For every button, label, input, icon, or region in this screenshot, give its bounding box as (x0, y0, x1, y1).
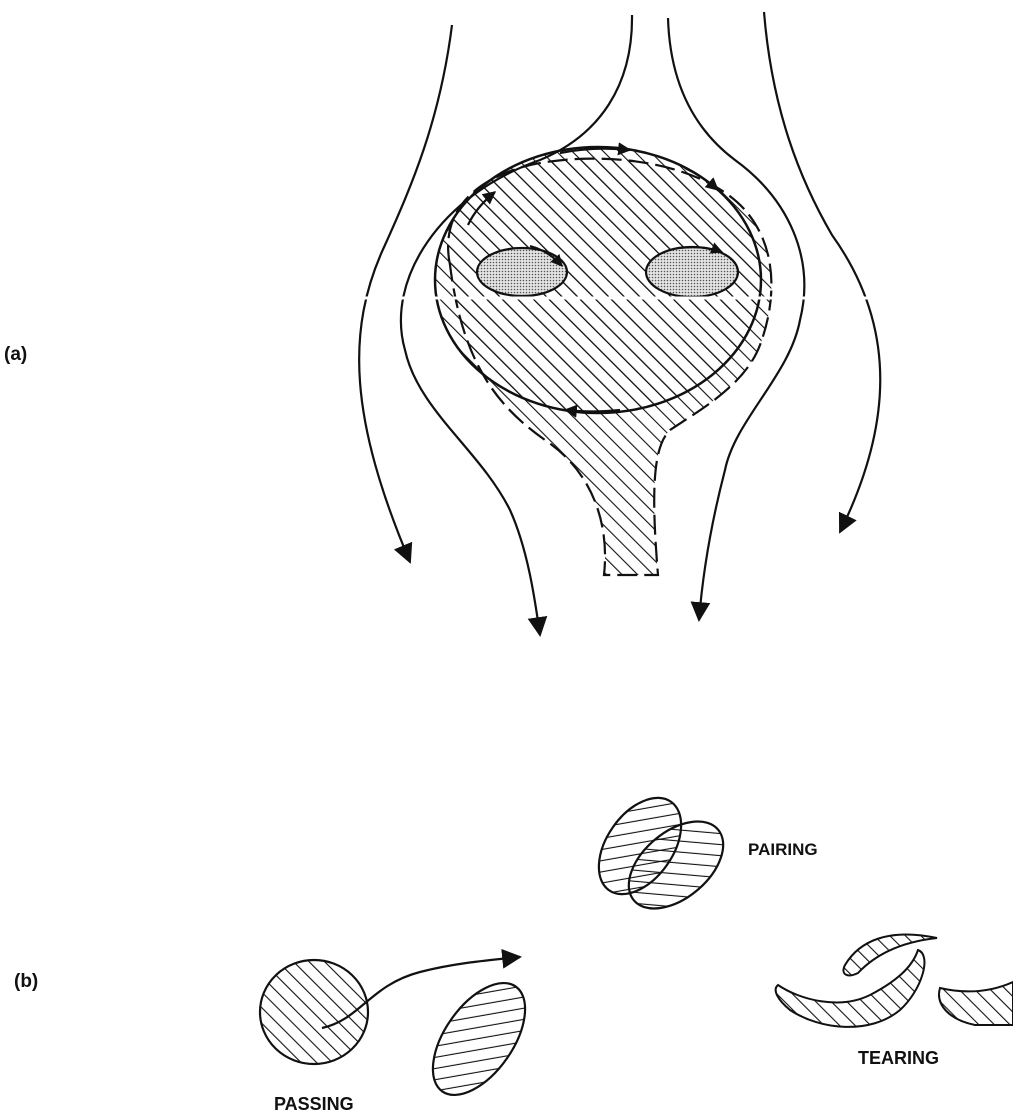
pairing-label: PAIRING (748, 840, 818, 859)
tearing-eddies (776, 934, 1013, 1026)
secondary-vortex-left (477, 248, 567, 296)
streamline-outer-right (764, 12, 880, 532)
panel-b-label: (b) (14, 971, 38, 992)
panel-a-label: (a) (4, 344, 27, 365)
passing-eddies (260, 957, 544, 1111)
panel-a: (a) (4, 12, 900, 635)
panel-b: (b) PAIRING TEARING PASSING (14, 783, 1013, 1114)
secondary-vortex-right (646, 247, 738, 297)
passing-label: PASSING (274, 1094, 354, 1114)
tearing-label: TEARING (858, 1048, 939, 1068)
pairing-eddies (582, 783, 739, 926)
